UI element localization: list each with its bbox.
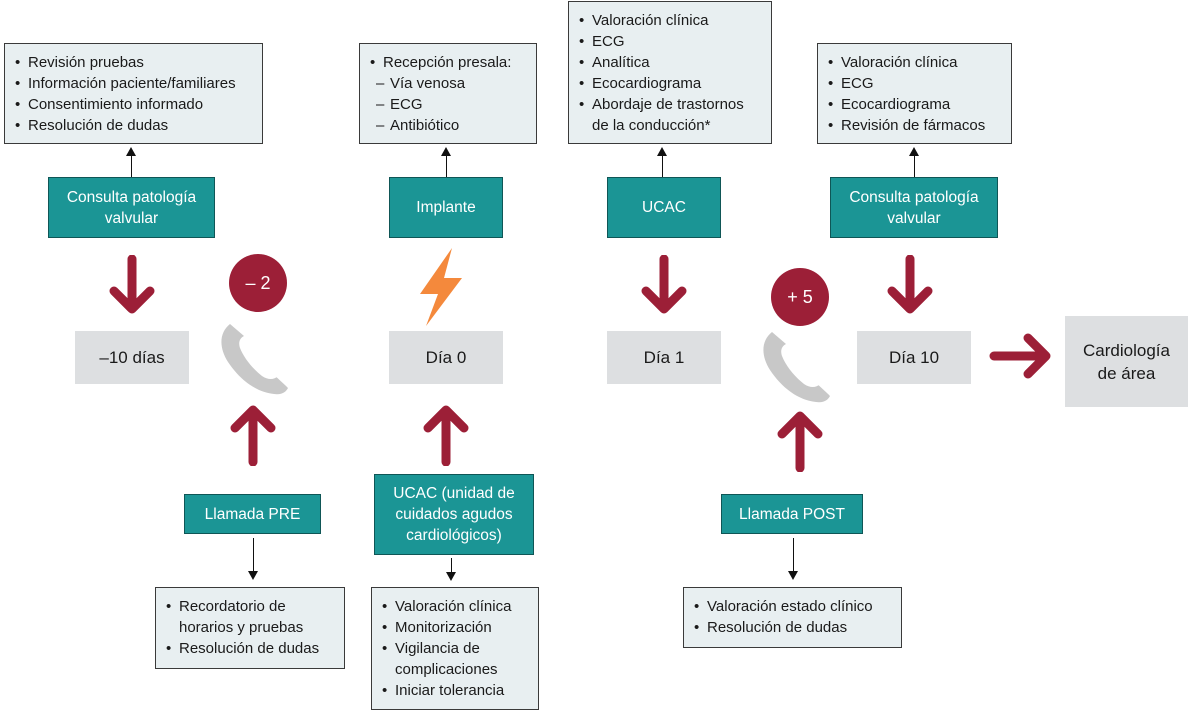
connector-arrow-down — [248, 538, 258, 580]
step-implante: Implante — [389, 177, 503, 238]
destination-label: Cardiología — [1083, 340, 1170, 360]
info-box-post-consult: Valoración clínica ECG Ecocardiograma Re… — [817, 43, 1012, 144]
step-label: valvular — [887, 209, 941, 227]
list-item: Información paciente/familiares — [15, 73, 254, 94]
list-item: ECG — [370, 94, 528, 115]
connector-arrow-up — [909, 147, 919, 182]
badge-post-call: + 5 — [771, 268, 829, 326]
timeline-day-1: Día 1 — [607, 331, 721, 384]
list-item: Consentimiento informado — [15, 94, 254, 115]
list-item: Antibiótico — [370, 115, 528, 136]
step-label: Llamada POST — [739, 505, 845, 523]
list-item-text: horarios y pruebas — [166, 617, 304, 638]
step-label: UCAC — [642, 199, 686, 216]
list-item: ECG — [579, 31, 763, 52]
info-list: Revisión pruebas Información paciente/fa… — [15, 52, 254, 136]
badge-pre-call: – 2 — [229, 254, 287, 312]
list-item: Ecocardiograma — [828, 94, 1003, 115]
list-item: Valoración estado clínico — [694, 596, 893, 617]
info-box-implant: Recepción presala: Vía venosa ECG Antibi… — [359, 43, 537, 144]
list-item: ECG — [828, 73, 1003, 94]
connector-arrow-up — [441, 147, 451, 182]
info-box-ucac-unidad: Valoración clínica Monitorización Vigila… — [371, 587, 539, 710]
info-list: Recepción presala: Vía venosa ECG Antibi… — [370, 52, 528, 136]
info-list: Valoración clínica ECG Ecocardiograma Re… — [828, 52, 1003, 136]
list-item: Valoración clínica — [579, 10, 763, 31]
arrow-down-icon — [887, 255, 933, 314]
destination-label: de área — [1097, 363, 1156, 383]
phone-icon — [221, 320, 291, 395]
timeline-label: –10 días — [99, 348, 165, 367]
list-item: Vía venosa — [370, 73, 528, 94]
info-list: Valoración estado clínico Resolución de … — [694, 596, 893, 638]
connector-arrow-down — [446, 558, 456, 581]
step-label: cardiológicos) — [406, 527, 502, 544]
info-box-llamada-pre: Recordatorio de horarios y pruebas Resol… — [155, 587, 345, 669]
list-item: Ecocardiograma — [579, 73, 763, 94]
timeline-label: Día 1 — [643, 348, 685, 367]
timeline-day-0: Día 0 — [389, 331, 503, 384]
timeline-label: Día 0 — [425, 348, 467, 367]
info-box-llamada-post: Valoración estado clínico Resolución de … — [683, 587, 902, 648]
step-label: valvular — [104, 209, 159, 227]
list-item-continuation: complicaciones — [395, 661, 498, 678]
connector-arrow-down — [788, 538, 798, 580]
arrow-up-icon — [423, 405, 469, 466]
list-item: Valoración clínica — [828, 52, 1003, 73]
step-label: Implante — [416, 199, 476, 216]
list-item: Resolución de dudas — [166, 638, 336, 659]
list-item: Analítica — [579, 52, 763, 73]
list-item: Abordaje de trastornos — [579, 94, 763, 115]
list-item-continuation: horarios y pruebas — [166, 617, 336, 638]
list-item-continuation: de la conducción* — [592, 117, 711, 134]
step-label: UCAC (unidad de — [393, 485, 515, 502]
step-consulta-post: Consulta patología valvular — [830, 177, 998, 238]
info-list: Valoración clínica ECG Analítica Ecocard… — [579, 10, 763, 136]
step-consulta-pre: Consulta patología valvular — [48, 177, 215, 238]
step-llamada-post: Llamada POST — [721, 494, 863, 534]
timeline-label: Día 10 — [888, 348, 940, 367]
list-item: Resolución de dudas — [694, 617, 893, 638]
list-item: Recepción presala: — [370, 52, 528, 73]
list-item: Recordatorio de — [166, 596, 336, 617]
info-box-pre-consult: Revisión pruebas Información paciente/fa… — [4, 43, 263, 144]
connector-arrow-up — [126, 147, 136, 182]
step-label: cuidados agudos — [395, 506, 513, 523]
list-item: Vigilancia de — [382, 638, 530, 659]
badge-label: – 2 — [245, 272, 271, 293]
list-item: Revisión pruebas — [15, 52, 254, 73]
info-list: Valoración clínica Monitorización Vigila… — [382, 596, 530, 701]
list-item: Revisión de fármacos — [828, 115, 1003, 136]
connector-arrow-up — [657, 147, 667, 182]
step-label: Consulta patología — [66, 188, 197, 206]
timeline-day-minus10: –10 días — [75, 331, 189, 384]
arrow-down-icon — [109, 255, 155, 314]
info-box-ucac-day1: Valoración clínica ECG Analítica Ecocard… — [568, 1, 772, 144]
list-item: Monitorización — [382, 617, 530, 638]
info-list: Recordatorio de horarios y pruebas Resol… — [166, 596, 336, 659]
timeline-day-10: Día 10 — [857, 331, 971, 384]
arrow-right-icon — [989, 333, 1051, 379]
lightning-icon — [420, 248, 462, 326]
step-ucac: UCAC — [607, 177, 721, 238]
list-item: Valoración clínica — [382, 596, 530, 617]
step-ucac-unidad: UCAC (unidad de cuidados agudos cardiológi… — [374, 474, 534, 555]
step-llamada-pre: Llamada PRE — [184, 494, 321, 534]
badge-label: + 5 — [787, 286, 813, 307]
arrow-up-icon — [230, 405, 276, 466]
list-item: Iniciar tolerancia — [382, 680, 530, 701]
list-item: Resolución de dudas — [15, 115, 254, 136]
step-label: Consulta patología — [849, 188, 979, 206]
arrow-down-icon — [641, 255, 687, 314]
step-label: Llamada PRE — [204, 505, 301, 523]
phone-icon — [763, 328, 833, 403]
arrow-up-icon — [777, 411, 823, 472]
destination-cardiologia-area: Cardiología de área — [1065, 316, 1188, 407]
